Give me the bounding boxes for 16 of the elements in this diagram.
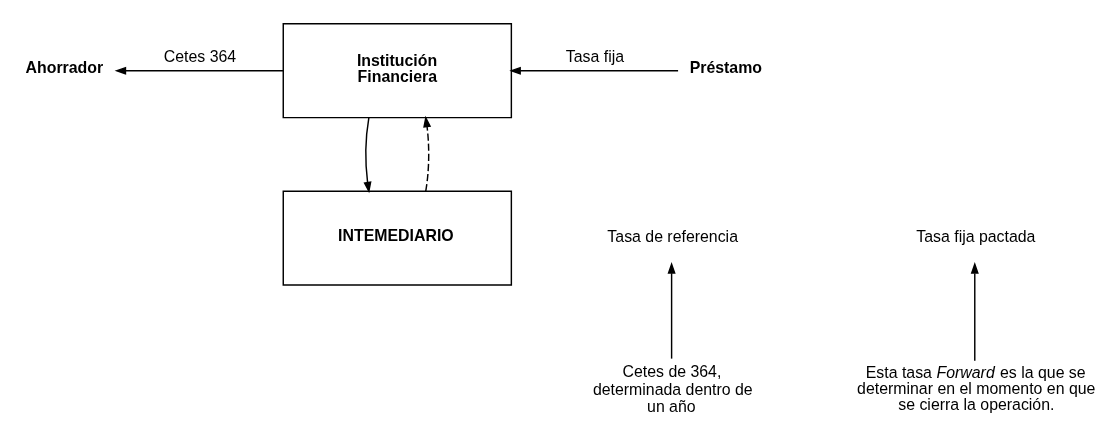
arrow	[114, 66, 284, 75]
node-box: Institución Financiera	[282, 23, 513, 119]
node-text: Cetes de 364, determinada dentro de un año	[592, 363, 753, 415]
node-text: Tasa de referencia	[607, 228, 738, 246]
node-box: INTEMEDIARIO	[282, 190, 513, 286]
arrow	[970, 262, 979, 362]
arrow	[509, 66, 679, 75]
node-text: Préstamo	[689, 59, 763, 77]
edge-label: Tasa fija	[565, 47, 625, 65]
node-text: Ahorrador	[25, 59, 104, 77]
arrow	[363, 117, 372, 194]
node-text: Tasa fija pactada	[916, 228, 1036, 246]
node-text: Esta tasa Forward es la que se determinar en el momento en que se cierra la operación.	[857, 363, 1096, 413]
edge-label: Cetes 364	[163, 47, 237, 65]
arrow	[423, 115, 432, 192]
arrow	[667, 262, 676, 360]
